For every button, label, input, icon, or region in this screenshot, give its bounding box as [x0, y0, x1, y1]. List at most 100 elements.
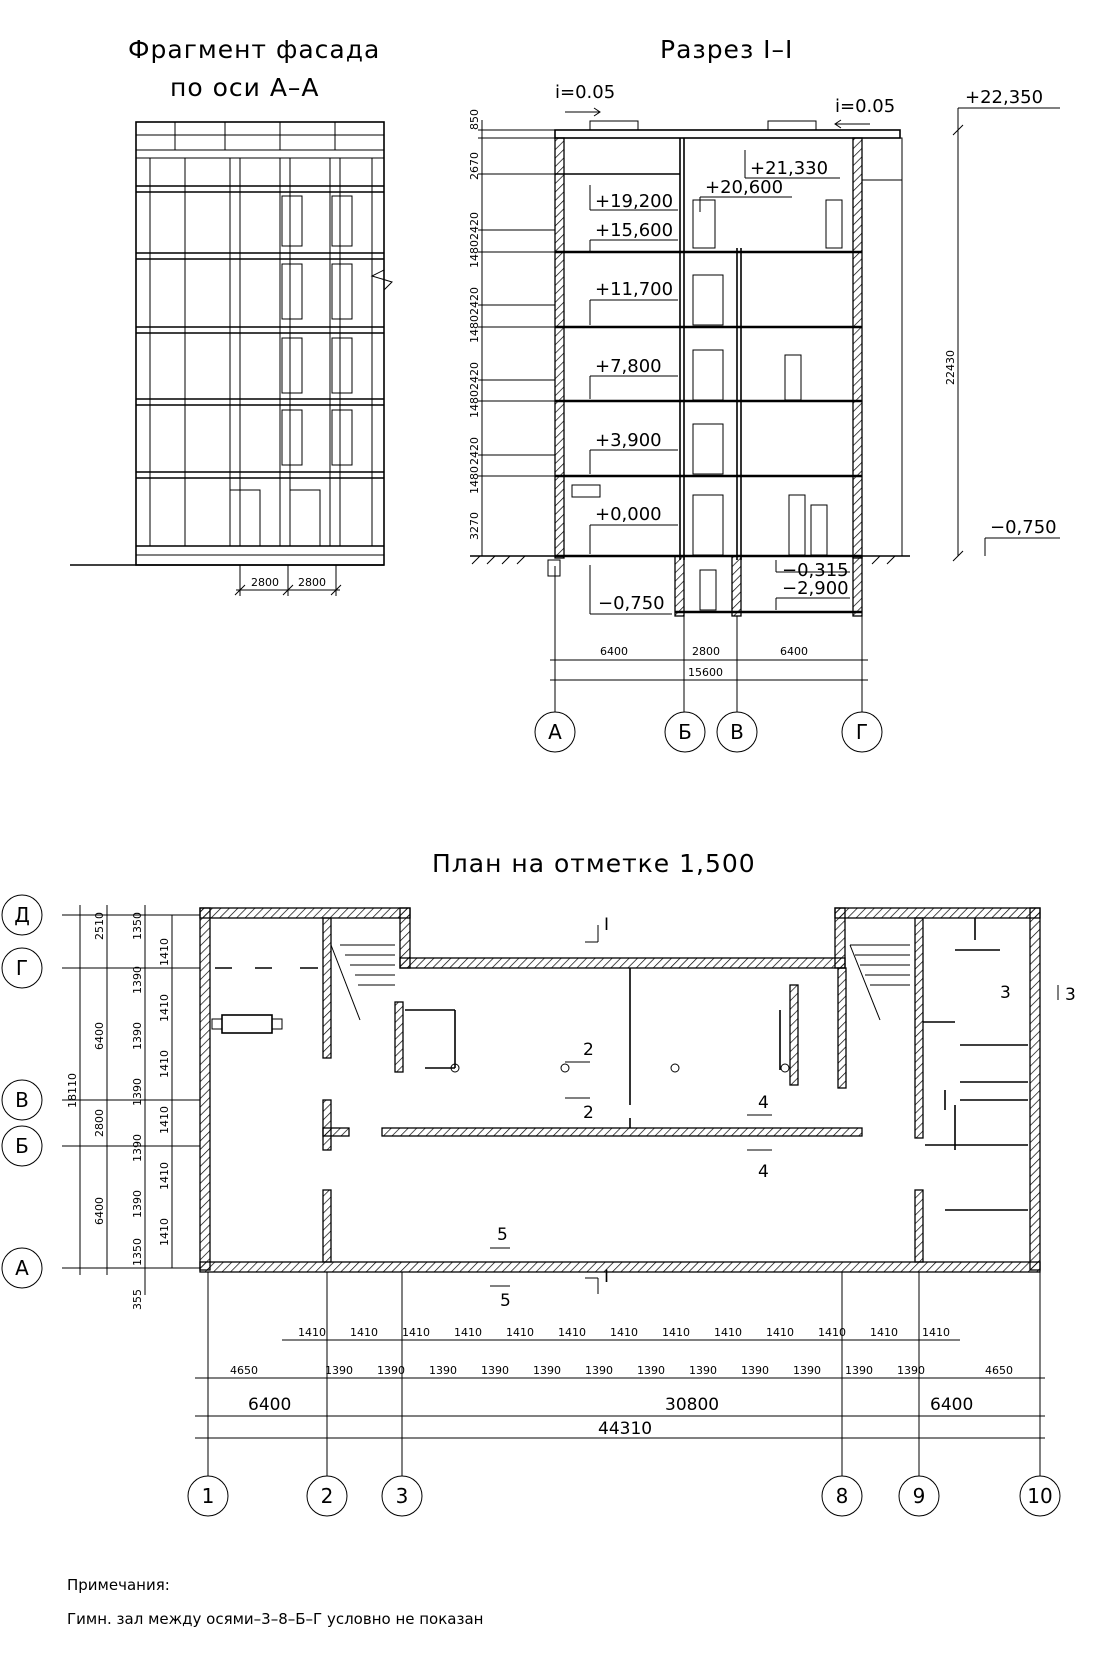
plan-drawing: План на отметке 1,500: [1, 849, 1076, 1517]
bottom-4650-right: 4650: [985, 1364, 1013, 1377]
level-0000: +0,000: [595, 504, 662, 525]
bottom-6400-right: 6400: [930, 1395, 973, 1415]
plan-axis-b: Б: [1, 1125, 43, 1167]
bottom-1390-0: 1390: [325, 1364, 353, 1377]
bottom-1410-0: 1410: [298, 1326, 326, 1339]
bottom-1410-10: 1410: [818, 1326, 846, 1339]
level-minus-0315: −0,315: [782, 560, 849, 581]
bottom-1390-1: 1390: [377, 1364, 405, 1377]
level-7800: +7,800: [595, 356, 662, 377]
height-dim-7: 1480: [468, 390, 481, 418]
plan-inner-dim-5: 1410: [158, 1050, 171, 1078]
section-mark-4-bottom: 4: [758, 1162, 769, 1182]
level-22350: +22,350: [965, 87, 1043, 108]
facade-fragment: Фрагмент фасада по оси А–А: [70, 35, 393, 596]
notes-text: Гимн. зал между осями–3–8–Б–Г условно не…: [67, 1610, 483, 1628]
plan-col-axis-2: 2: [306, 1475, 348, 1517]
bottom-1410-8: 1410: [714, 1326, 742, 1339]
section-mark-4-top: 4: [758, 1093, 769, 1113]
svg-text:А: А: [15, 1256, 29, 1280]
section-axis-v: В: [716, 711, 758, 753]
plan-axis-d: Д: [1, 894, 43, 936]
bottom-1410-12: 1410: [922, 1326, 950, 1339]
level-15600: +15,600: [595, 220, 673, 241]
height-dim-5: 1480: [468, 315, 481, 343]
bottom-1410-5: 1410: [558, 1326, 586, 1339]
section-mark-3-right: 3: [1065, 985, 1076, 1005]
plan-left-dim-355: 355: [131, 1289, 144, 1310]
plan-stair-left: [330, 944, 395, 1021]
bottom-4650-left: 4650: [230, 1364, 258, 1377]
bottom-1390-9: 1390: [793, 1364, 821, 1377]
plan-walls: [199, 907, 1041, 1273]
section-mark-1-top: I: [604, 915, 609, 935]
section-height-dims: 850 2670 2420 1480 2420 1480 2420 1480 2…: [468, 109, 555, 557]
svg-text:А: А: [548, 720, 562, 744]
plan-col-axis-10: 10: [1019, 1475, 1061, 1517]
bottom-1410-7: 1410: [662, 1326, 690, 1339]
bottom-1410-11: 1410: [870, 1326, 898, 1339]
height-dim-2: 2420: [468, 212, 481, 240]
plan-inner-dim-9: 1410: [158, 1162, 171, 1190]
bottom-30800: 30800: [665, 1395, 719, 1415]
bottom-1410-1: 1410: [350, 1326, 378, 1339]
svg-text:10: 10: [1027, 1484, 1052, 1508]
section-drawing: Разрез I–I i=0.05 i=0.05: [468, 35, 1060, 753]
bottom-1390-7: 1390: [689, 1364, 717, 1377]
bottom-1410-4: 1410: [506, 1326, 534, 1339]
plan-inner-dim-3: 1410: [158, 994, 171, 1022]
height-dim-1: 2670: [468, 152, 481, 180]
level-19200: +19,200: [595, 191, 673, 212]
plan-inner-dim-12: 1350: [131, 1238, 144, 1266]
svg-text:3: 3: [396, 1484, 409, 1508]
facade-dimensions: 2800 2800: [234, 565, 342, 596]
facade-title-line1: Фрагмент фасада: [128, 35, 380, 64]
total-height-dim: 22430: [944, 350, 957, 385]
svg-text:Д: Д: [14, 903, 30, 927]
plan-left-dim-6400-top: 6400: [93, 1022, 106, 1050]
notes: Примечания: Гимн. зал между осями–3–8–Б–…: [67, 1576, 483, 1628]
bottom-1390-6: 1390: [637, 1364, 665, 1377]
plan-axis-a: А: [1, 1247, 43, 1289]
height-dim-9: 1480: [468, 466, 481, 494]
bottom-44310: 44310: [598, 1419, 652, 1439]
level-minus-0750-right: −0,750: [990, 517, 1057, 538]
bottom-1390-11: 1390: [897, 1364, 925, 1377]
plan-left-dim-6400-bottom: 6400: [93, 1197, 106, 1225]
plan-axis-v: В: [1, 1079, 43, 1121]
section-mark-5-top: 5: [497, 1225, 508, 1245]
svg-text:1: 1: [202, 1484, 215, 1508]
svg-text:В: В: [730, 720, 744, 744]
section-dim-6400-left: 6400: [600, 645, 628, 658]
svg-text:Б: Б: [15, 1134, 29, 1158]
section-title: Разрез I–I: [660, 35, 793, 64]
section-mark-3-left: 3: [1000, 983, 1011, 1003]
height-dim-0: 850: [468, 109, 481, 130]
facade-dim-1: 2800: [251, 576, 279, 589]
plan-section-marks: I I 2 2 3 3 4 4 5 5: [490, 915, 1076, 1311]
plan-left-dim-2800: 2800: [93, 1109, 106, 1137]
section-levels: +22,350 +21,330 +20,600 +19,200 +15,600 …: [589, 87, 1060, 615]
section-mark-1-bottom: I: [604, 1267, 609, 1287]
svg-text:В: В: [15, 1088, 29, 1112]
section-mark-2-bottom: 2: [583, 1103, 594, 1123]
svg-text:2: 2: [321, 1484, 334, 1508]
height-dim-6: 2420: [468, 362, 481, 390]
section-mark-5-bottom: 5: [500, 1291, 511, 1311]
plan-inner-dim-1: 1410: [158, 938, 171, 966]
bottom-1410-6: 1410: [610, 1326, 638, 1339]
level-minus-2900: −2,900: [782, 578, 849, 599]
plan-inner-dim-10: 1390: [131, 1190, 144, 1218]
notes-heading: Примечания:: [67, 1576, 170, 1594]
facade-dim-2: 2800: [298, 576, 326, 589]
section-axis-g: Г: [841, 711, 883, 753]
bottom-1390-10: 1390: [845, 1364, 873, 1377]
plan-col-axis-8: 8: [821, 1475, 863, 1517]
height-dim-4: 2420: [468, 287, 481, 315]
svg-text:8: 8: [836, 1484, 849, 1508]
plan-inner-dim-8: 1390: [131, 1134, 144, 1162]
plan-inner-dim-2: 1390: [131, 966, 144, 994]
section-mark-2-top: 2: [583, 1040, 594, 1060]
plan-bottom-dims: 1410 1410 1410 1410 1410 1410 1410 1410 …: [195, 1326, 1045, 1439]
